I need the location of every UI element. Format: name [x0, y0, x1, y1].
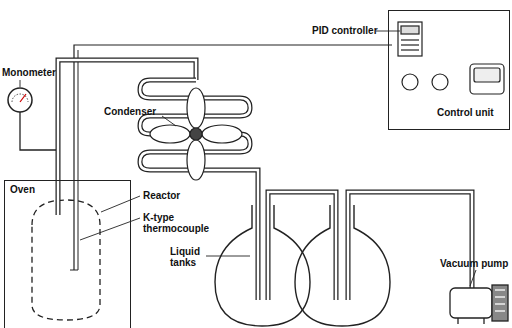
liquid-tank	[215, 205, 310, 326]
part-label: Reactor	[143, 190, 180, 201]
part-label: Vacuum pump	[440, 258, 508, 269]
leader-lines	[20, 31, 476, 286]
condenser-coil-inner	[140, 80, 258, 300]
condenser-coil	[140, 80, 258, 300]
reactor-vessel	[32, 200, 100, 320]
gauge-tube	[20, 112, 56, 150]
part-label: Liquid tanks	[170, 246, 210, 268]
tank-link-pipe	[268, 192, 336, 300]
liquid-tank	[295, 205, 390, 326]
outlet-pipe-inner	[58, 60, 196, 215]
vacuum-pipe-inner	[348, 192, 472, 300]
node-label: Control unit	[437, 107, 494, 118]
part-label: Monometer	[2, 67, 56, 78]
node-label: Oven	[10, 184, 35, 195]
part-label: K-type thermocouple	[143, 212, 215, 234]
vacuum-pipe	[348, 192, 472, 300]
oven-box: Oven	[4, 180, 131, 328]
outlet-pipe	[58, 60, 196, 215]
control-unit-box: Control unit	[388, 10, 510, 130]
pressure-gauge	[8, 88, 32, 112]
control-devices	[398, 22, 504, 94]
part-label: PID controller	[312, 25, 378, 36]
thermocouple-sheath	[70, 50, 78, 270]
tank-link-pipe-inner	[268, 192, 336, 300]
vacuum-pump	[450, 285, 508, 324]
condenser-fan	[150, 88, 242, 180]
control-wire	[74, 45, 392, 270]
part-label: Condenser	[104, 106, 156, 117]
